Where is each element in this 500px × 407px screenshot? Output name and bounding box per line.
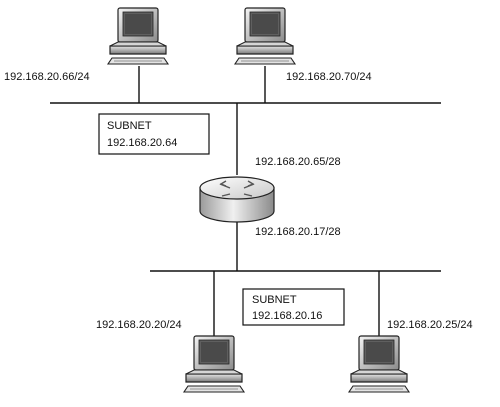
upper-subnet-address: 192.168.20.64 <box>107 137 177 149</box>
lower-host1-computer-icon <box>183 335 245 393</box>
upper-host2-address: 192.168.20.70/24 <box>286 71 372 83</box>
upper-host1-address: 192.168.20.66/24 <box>4 71 90 83</box>
lower-subnet-title: SUBNET <box>252 294 297 306</box>
router-icon <box>199 176 275 223</box>
upper-host1-computer-icon <box>107 7 169 65</box>
lower-subnet-box <box>242 288 345 326</box>
upper-subnet-title: SUBNET <box>107 120 152 132</box>
lower-subnet-address: 192.168.20.16 <box>252 310 322 322</box>
router-upper-interface-address: 192.168.20.65/28 <box>255 156 341 168</box>
lower-host1-address: 192.168.20.20/24 <box>96 319 182 331</box>
upper-subnet-box <box>98 113 210 155</box>
lower-host2-address: 192.168.20.25/24 <box>387 319 473 331</box>
router-lower-interface-address: 192.168.20.17/28 <box>255 226 341 238</box>
upper-host2-computer-icon <box>234 7 296 65</box>
lower-host2-computer-icon <box>348 335 410 393</box>
